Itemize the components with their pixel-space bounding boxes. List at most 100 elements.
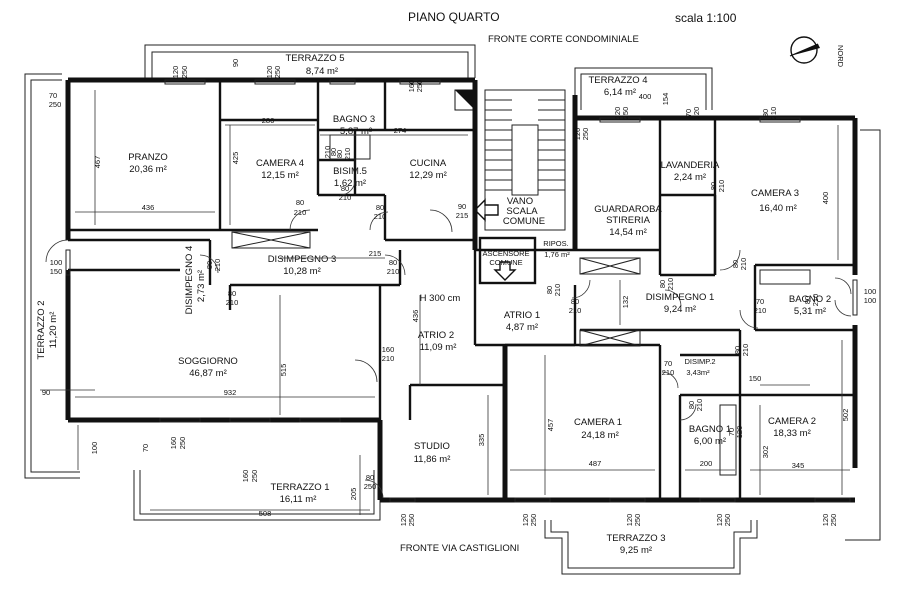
floor-title: PIANO QUARTO xyxy=(408,10,500,24)
room-name-camera-2: CAMERA 2 xyxy=(768,416,816,427)
room-name-ascensore-1: ASCENSORE xyxy=(482,249,529,258)
svg-text:250: 250 xyxy=(250,470,259,483)
svg-text:400: 400 xyxy=(821,192,830,205)
svg-text:120: 120 xyxy=(265,66,274,79)
svg-text:210: 210 xyxy=(662,368,675,377)
svg-text:80: 80 xyxy=(761,109,770,117)
room-name-bagno-2: BAGNO 2 xyxy=(789,294,831,305)
room-area-camera-1: 24,18 m² xyxy=(581,430,619,441)
svg-text:120: 120 xyxy=(399,514,408,527)
svg-text:210: 210 xyxy=(387,267,400,276)
svg-text:210: 210 xyxy=(811,294,820,307)
room-area-bagno-3: 5,87 m² xyxy=(340,126,372,137)
room-name-vano-scala-3: COMUNE xyxy=(503,216,545,227)
svg-text:90: 90 xyxy=(42,388,50,397)
svg-text:467: 467 xyxy=(93,156,102,169)
svg-text:80: 80 xyxy=(571,297,579,306)
elevator-arrow-icon xyxy=(493,261,517,281)
svg-text:210: 210 xyxy=(323,146,332,159)
svg-text:132: 132 xyxy=(621,296,630,309)
svg-text:210: 210 xyxy=(382,354,395,363)
svg-text:160: 160 xyxy=(169,437,178,450)
room-area-pranzo: 20,36 m² xyxy=(129,164,167,175)
svg-text:70: 70 xyxy=(756,297,764,306)
room-area-disimpegno-1: 9,24 m² xyxy=(664,304,696,315)
room-name-disimp-2: DISIMP.2 xyxy=(684,357,715,366)
svg-text:250: 250 xyxy=(180,66,189,79)
svg-text:210: 210 xyxy=(695,399,704,412)
room-area-terrazzo-2: 11,20 m² xyxy=(48,312,59,349)
room-name-vano-scala-2: SCALA xyxy=(506,206,538,217)
svg-text:90: 90 xyxy=(231,59,240,67)
room-name-soggiorno: SOGGIORNO xyxy=(178,356,238,367)
room-area-lavanderia: 2,24 m² xyxy=(674,172,706,183)
svg-text:120: 120 xyxy=(573,128,582,141)
room-area-ripos: 1,76 m² xyxy=(544,250,570,259)
room-name-disimpegno-3: DISIMPEGNO 3 xyxy=(268,254,337,265)
room-area-disimpegno-4: 2,73 m² xyxy=(196,270,207,302)
svg-text:215: 215 xyxy=(456,211,469,220)
svg-text:160: 160 xyxy=(382,345,395,354)
terraces-outline xyxy=(24,44,881,575)
room-name-cucina: CUCINA xyxy=(410,158,447,169)
svg-text:250: 250 xyxy=(581,128,590,141)
svg-text:250: 250 xyxy=(621,107,630,120)
door-swings xyxy=(45,179,852,499)
room-name-disimpegno-4: DISIMPEGNO 4 xyxy=(184,246,195,315)
svg-text:80: 80 xyxy=(335,150,344,158)
svg-text:487: 487 xyxy=(589,459,602,468)
room-name-bisim-5: BISIM.5 xyxy=(333,166,367,177)
svg-text:425: 425 xyxy=(231,152,240,165)
svg-text:250: 250 xyxy=(415,80,424,93)
room-name-camera-3: CAMERA 3 xyxy=(751,188,799,199)
windows xyxy=(65,79,858,503)
room-name-terrazzo-3: TERRAZZO 3 xyxy=(606,533,665,544)
svg-text:302: 302 xyxy=(761,446,770,459)
svg-text:120: 120 xyxy=(521,514,530,527)
svg-text:250: 250 xyxy=(633,514,642,527)
room-area-terrazzo-1: 16,11 m² xyxy=(280,494,317,505)
svg-text:70: 70 xyxy=(141,444,150,452)
svg-text:436: 436 xyxy=(411,310,420,323)
svg-text:210: 210 xyxy=(213,259,222,272)
svg-text:100: 100 xyxy=(50,258,63,267)
svg-text:120: 120 xyxy=(692,107,701,120)
room-name-ascensore-2: COMUNE xyxy=(489,258,522,267)
svg-text:154: 154 xyxy=(661,93,670,106)
room-area-bisim-5: 1,62 m² xyxy=(334,178,366,189)
svg-text:80: 80 xyxy=(733,346,742,354)
svg-text:100: 100 xyxy=(864,296,877,305)
north-arrow-icon xyxy=(789,36,820,64)
svg-text:210: 210 xyxy=(374,212,387,221)
room-name-guardaroba-2: STIRERIA xyxy=(606,215,650,226)
svg-text:210: 210 xyxy=(741,344,750,357)
svg-text:210: 210 xyxy=(666,278,675,291)
room-name-terrazzo-4: TERRAZZO 4 xyxy=(588,75,647,86)
room-name-terrazzo-5: TERRAZZO 5 xyxy=(285,53,344,64)
room-labels: TERRAZZO 5 8,74 m² TERRAZZO 4 6,14 m² PR… xyxy=(36,53,831,556)
room-name-disimpegno-1: DISIMPEGNO 1 xyxy=(646,292,715,303)
svg-text:250: 250 xyxy=(407,514,416,527)
dimension-labels: 90 286 274 425 467 436 215 932 515 90 10… xyxy=(42,59,850,518)
room-name-studio: STUDIO xyxy=(414,441,450,452)
room-area-bagno-1: 6,00 m² xyxy=(694,436,726,447)
scale-label: scala 1:100 xyxy=(675,11,737,25)
svg-text:90: 90 xyxy=(458,202,466,211)
svg-text:250: 250 xyxy=(273,66,282,79)
front-bottom-label: FRONTE VIA CASTIGLIONI xyxy=(400,543,519,554)
svg-text:70: 70 xyxy=(664,359,672,368)
svg-text:400: 400 xyxy=(639,92,652,101)
svg-text:210: 210 xyxy=(739,258,748,271)
room-area-camera-2: 18,33 m² xyxy=(773,428,811,439)
room-name-terrazzo-2: TERRAZZO 2 xyxy=(36,300,47,359)
room-name-bagno-1: BAGNO 1 xyxy=(689,424,731,435)
svg-text:436: 436 xyxy=(142,203,155,212)
room-area-cucina: 12,29 m² xyxy=(409,170,447,181)
svg-text:200: 200 xyxy=(700,459,713,468)
svg-text:100: 100 xyxy=(90,442,99,455)
svg-text:80: 80 xyxy=(545,286,554,294)
room-area-terrazzo-4: 6,14 m² xyxy=(604,87,636,98)
shaft-marker-icon xyxy=(455,90,475,110)
shaft-box xyxy=(454,89,476,111)
